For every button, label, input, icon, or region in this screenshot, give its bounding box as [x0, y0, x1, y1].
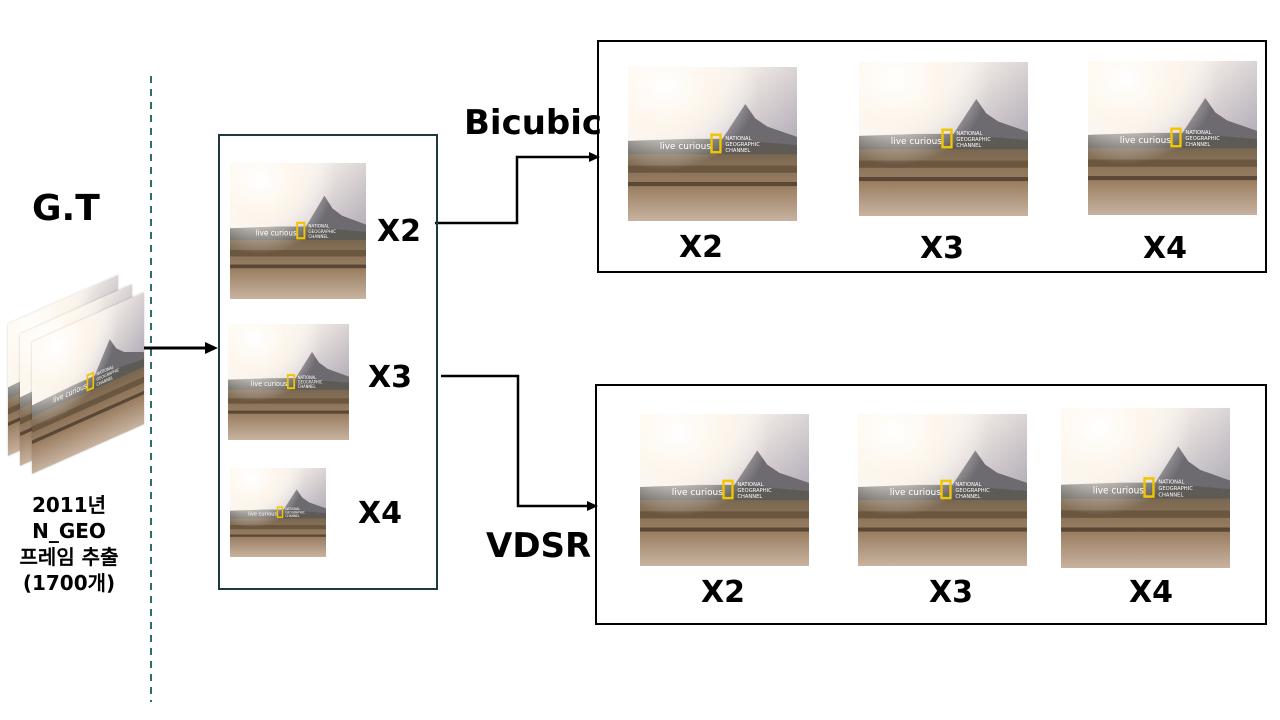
gt-caption-line3: 프레임 추출	[19, 545, 119, 569]
gt-caption-line1: 2011년	[31, 493, 107, 517]
downscale-frame-x4	[230, 468, 326, 557]
gt-caption-line4: (1700개)	[22, 571, 116, 595]
bicubic-label-x2: X2	[679, 230, 724, 265]
downscale-label-x2: X2	[377, 214, 422, 249]
downscale-frame-x3	[228, 324, 349, 440]
vdsr-label-x2: X2	[701, 575, 746, 610]
vdsr-label-x3: X3	[929, 575, 974, 610]
vdsr-frame-x3	[858, 414, 1027, 566]
bicubic-frame-x3	[859, 62, 1028, 216]
bicubic-title: Bicubic	[464, 103, 603, 143]
arrow-to-vdsr	[441, 374, 588, 508]
gt-caption-line2: N_GEO	[32, 519, 106, 543]
gt-caption: 2011년 N_GEO 프레임 추출 (1700개)	[0, 492, 138, 596]
downscale-box	[218, 134, 438, 590]
bicubic-frame-x4	[1088, 61, 1257, 215]
downscale-label-x4: X4	[358, 496, 403, 531]
bicubic-box	[597, 40, 1267, 273]
arrow-to-bicubic	[435, 155, 590, 225]
bicubic-label-x3: X3	[920, 231, 965, 266]
bicubic-label-x4: X4	[1143, 231, 1188, 266]
downscale-frame-x2	[230, 163, 366, 299]
vdsr-frame-x4	[1061, 408, 1230, 568]
downscale-label-x3: X3	[368, 360, 413, 395]
vdsr-frame-x2	[640, 414, 809, 566]
vdsr-title: VDSR	[486, 526, 592, 566]
vdsr-label-x4: X4	[1129, 575, 1174, 610]
gt-title: G.T	[32, 188, 100, 229]
bicubic-frame-x2	[628, 67, 797, 221]
vdsr-box	[595, 384, 1267, 625]
